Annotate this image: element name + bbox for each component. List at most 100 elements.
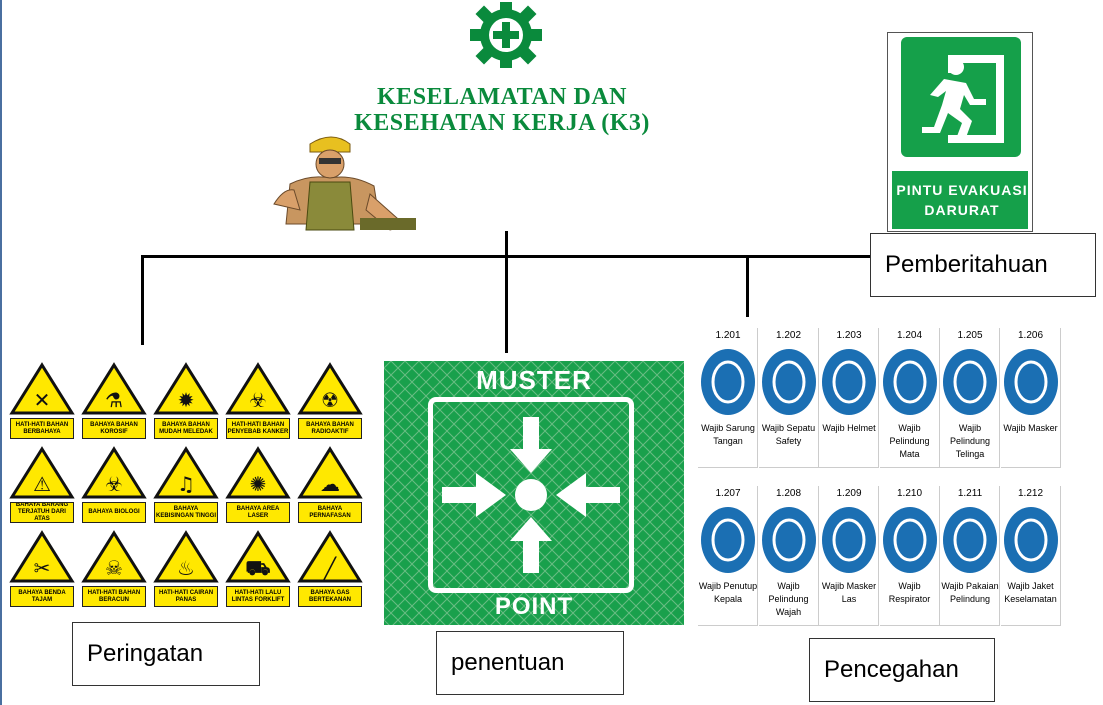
warning-sign: ☣ BAHAYA BIOLOGI xyxy=(80,446,148,526)
warning-symbol: ⛟ xyxy=(245,556,270,580)
mandatory-number: 1.207 xyxy=(715,488,741,499)
mandatory-number: 1.205 xyxy=(957,330,983,341)
muster-title: MUSTER xyxy=(476,365,592,395)
mandatory-caption: Wajib Sepatu Safety xyxy=(761,423,816,446)
warning-symbol: ☠ xyxy=(105,556,123,580)
mandatory-caption: Wajib Respirator xyxy=(888,581,931,604)
mandatory-caption: Wajib Pakaian Pelindung xyxy=(941,581,999,604)
goggles-icon xyxy=(882,349,937,415)
warning-triangle-icon: ☁ xyxy=(297,446,363,499)
helmet-icon xyxy=(822,349,876,415)
muster-frame xyxy=(428,397,634,593)
warning-sign: ☢ BAHAYA BAHAN RADIOAKTIF xyxy=(296,362,364,442)
warning-triangle-icon: ☢ xyxy=(297,362,363,415)
warning-triangle-icon: ♫ xyxy=(153,446,219,499)
exit-sign-caption: PINTU EVAKUASI DARURAT xyxy=(891,172,1033,230)
vest-icon xyxy=(1003,507,1058,573)
warning-label: BAHAYA PERNAFASAN xyxy=(298,502,362,523)
label-penentuan: penentuan xyxy=(436,631,624,695)
weld-icon xyxy=(822,507,876,573)
warning-sign: ✕HATI-HATI BAHAN BERBAHAYA xyxy=(8,362,76,442)
suit-icon xyxy=(943,507,997,573)
warning-symbol: ⚗ xyxy=(105,388,123,412)
warning-triangle-icon: ╱ xyxy=(297,530,363,583)
warning-label: HATI-HATI BAHAN BERACUN xyxy=(82,586,146,607)
warning-label: BAHAYA KEBISINGAN TINGGI xyxy=(154,502,218,523)
warning-triangle-icon: ✂ xyxy=(9,530,75,583)
warning-symbol: ✕ xyxy=(34,388,51,412)
label-pencegahan-text: Pencegahan xyxy=(824,656,959,683)
glove-icon xyxy=(701,349,755,415)
mandatory-caption: Wajib Masker xyxy=(1003,423,1058,433)
mandatory-number: 1.202 xyxy=(775,330,802,341)
warning-sign: ✂ BAHAYA BENDA TAJAM xyxy=(8,530,76,610)
warning-symbol: ╱ xyxy=(323,556,337,580)
mandatory-number: 1.201 xyxy=(715,330,741,341)
warning-triangle-icon: ☠ xyxy=(81,530,147,583)
warning-triangle-icon: ⛟ xyxy=(225,530,291,583)
warning-triangle-icon: ✹ xyxy=(153,362,219,415)
warning-symbol: ☣ xyxy=(249,388,267,412)
warning-triangle-icon: ☣ xyxy=(225,362,291,415)
warning-sign: ☣HATI-HATI BAHAN PENYEBAB KANKER xyxy=(224,362,292,442)
warning-label: BAHAYA GAS BERTEKANAN xyxy=(298,586,362,607)
warning-sign: ⛟ HATI-HATI LALU LINTAS FORKLIFT xyxy=(224,530,292,610)
mandatory-caption: Wajib Jaket Keselamatan xyxy=(1004,581,1057,604)
warning-label: BAHAYA BARANG TERJATUH DARI ATAS xyxy=(10,502,74,523)
head-icon xyxy=(701,507,755,573)
warning-sign: ☁ BAHAYA PERNAFASAN xyxy=(296,446,364,526)
title-line-2: KESEHATAN KERJA (K3) xyxy=(354,110,650,136)
warning-label: BAHAYA BIOLOGI xyxy=(82,502,146,523)
muster-point-sign: MUSTER POINT xyxy=(384,361,684,625)
warning-symbol: ✹ xyxy=(178,388,195,412)
running-man-icon xyxy=(922,55,1004,143)
warning-triangle-icon: ✕ xyxy=(9,362,75,415)
connector-left xyxy=(141,255,144,345)
warning-label: HATI-HATI LALU LINTAS FORKLIFT xyxy=(226,586,290,607)
warning-triangle-icon: ⚠ xyxy=(9,446,75,499)
mandatory-number: 1.210 xyxy=(896,488,923,499)
warning-triangle-icon: ⚗ xyxy=(81,362,147,415)
mandatory-caption: Wajib Helmet xyxy=(822,423,876,433)
connector-right xyxy=(746,255,749,317)
warning-label: BAHAYA BAHAN RADIOAKTIF xyxy=(298,418,362,439)
label-pemberitahuan-text: Pemberitahuan xyxy=(885,251,1048,278)
warning-triangle-icon: ♨ xyxy=(153,530,219,583)
label-peringatan-text: Peringatan xyxy=(87,640,204,667)
mask-icon xyxy=(1003,349,1058,415)
warning-sign: ╱ BAHAYA GAS BERTEKANAN xyxy=(296,530,364,610)
mandatory-number: 1.209 xyxy=(836,488,862,499)
mandatory-caption: Wajib Pelindung Wajah xyxy=(768,581,809,617)
warning-symbol: ✺ xyxy=(250,472,267,496)
mandatory-caption: Wajib Penutup Kepala xyxy=(698,581,758,604)
mandatory-number: 1.206 xyxy=(1017,330,1044,341)
warning-symbol: ☣ xyxy=(105,472,123,496)
mandatory-caption: Wajib Sarung Tangan xyxy=(701,423,755,446)
warning-sign: ⚠ BAHAYA BARANG TERJATUH DARI ATAS xyxy=(8,446,76,526)
warning-label: BAHAYA BAHAN KOROSIF xyxy=(82,418,146,439)
left-border xyxy=(0,0,2,705)
warning-label: BAHAYA BENDA TAJAM xyxy=(10,586,74,607)
label-pemberitahuan: Pemberitahuan xyxy=(870,233,1096,297)
label-penentuan-text: penentuan xyxy=(451,649,565,676)
connector-center xyxy=(505,231,508,353)
warning-symbol: ☁ xyxy=(320,472,340,496)
label-pencegahan: Pencegahan xyxy=(809,638,995,702)
exit-caption-line-1: PINTU EVAKUASI xyxy=(896,182,1028,198)
warning-symbol: ⚠ xyxy=(33,472,51,496)
gear-cross-icon xyxy=(470,2,542,68)
worker-icon xyxy=(273,136,416,231)
warning-symbol: ♫ xyxy=(177,472,195,496)
label-peringatan: Peringatan xyxy=(72,622,260,686)
page-title: KESELAMATAN DAN KESEHATAN KERJA (K3) xyxy=(322,84,682,136)
